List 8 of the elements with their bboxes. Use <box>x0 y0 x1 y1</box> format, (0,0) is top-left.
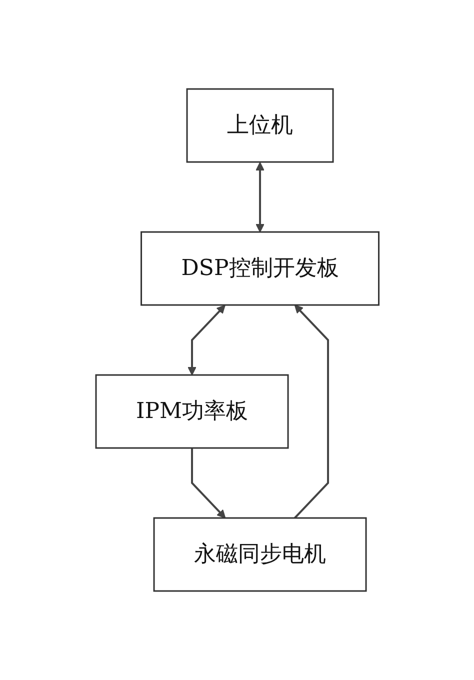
node-box: 永磁同步电机 <box>152 517 366 592</box>
node-box: IPM功率板 <box>94 374 288 449</box>
node-box: DSP控制开发板 <box>140 231 380 306</box>
node-box: 上位机 <box>186 88 334 163</box>
arrow <box>190 448 226 518</box>
arrow <box>294 304 329 519</box>
arrow <box>255 162 264 232</box>
arrow <box>187 304 226 376</box>
